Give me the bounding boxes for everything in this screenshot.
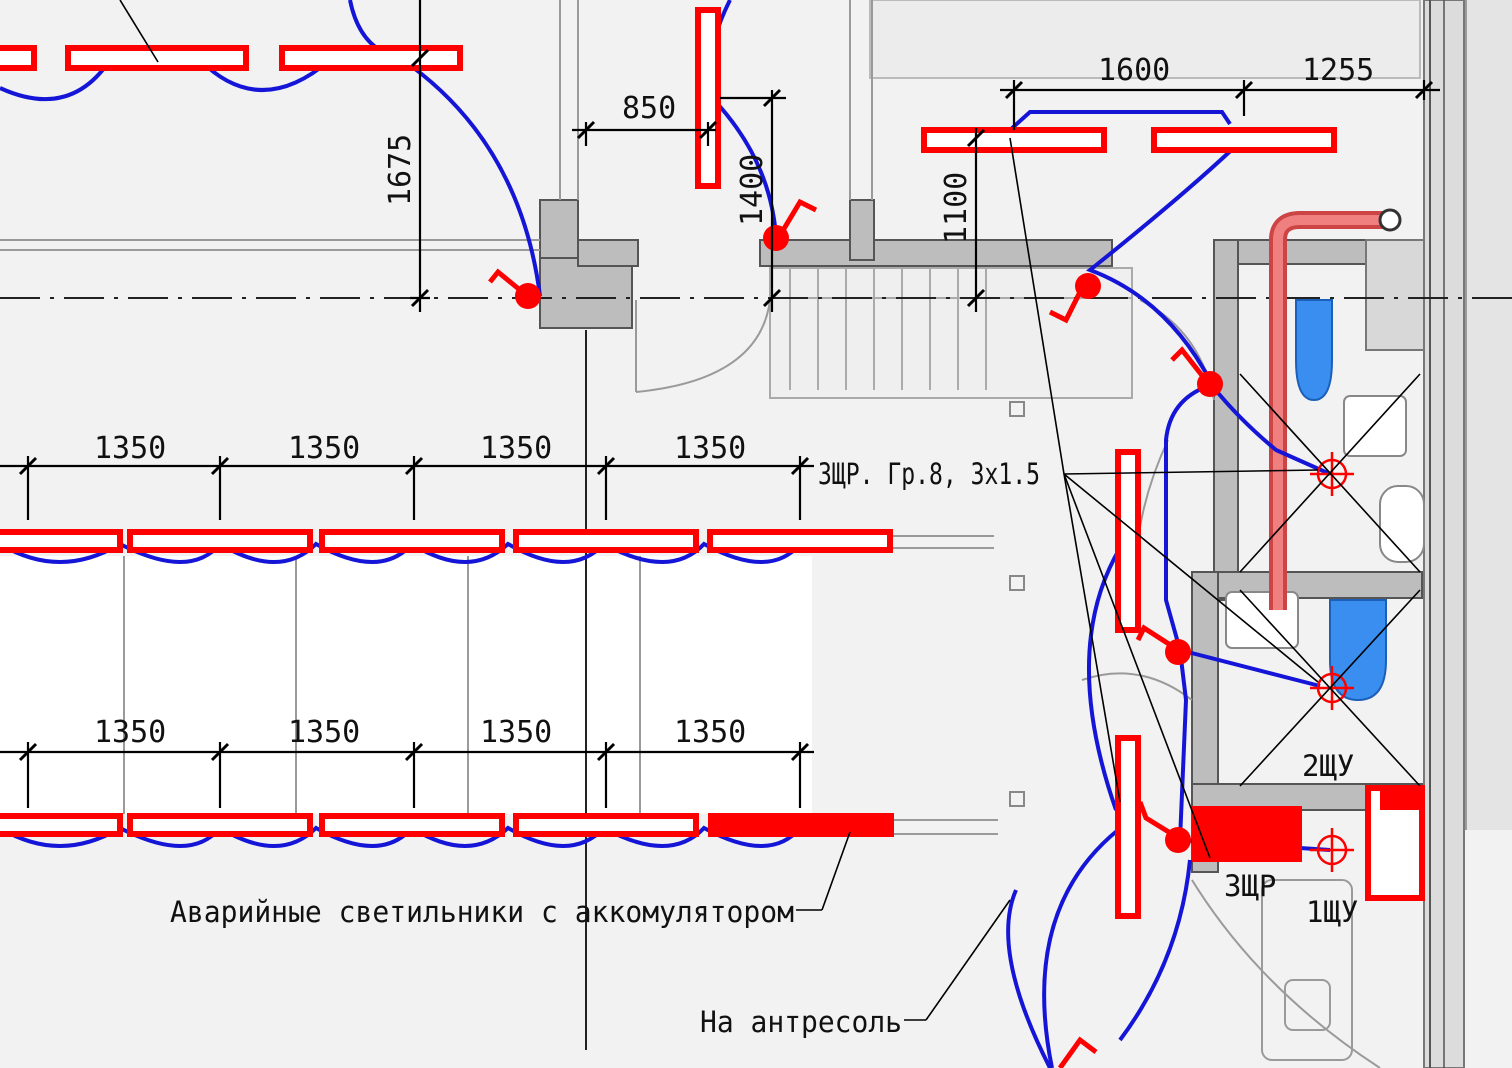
dim-1400: 1400 (735, 154, 770, 226)
dim-row2-4: 1350 (674, 715, 746, 750)
dim-1675: 1675 (383, 134, 418, 206)
dim-1600: 1600 (1098, 53, 1170, 88)
plumbing-fixtures (1225, 299, 1425, 702)
leader-lines (119, 0, 1319, 1021)
toilet-icon (1329, 599, 1387, 702)
sink-icon (1379, 485, 1425, 563)
circuit-label: ЗЩР. Гр.8, 3х1.5 (818, 457, 1040, 491)
dim-row1-4: 1350 (674, 431, 746, 466)
switch-icon (515, 283, 541, 309)
dim-row2-2: 1350 (288, 715, 360, 750)
panel-1shu-label: 1ЩУ (1306, 895, 1358, 929)
dim-1100: 1100 (939, 172, 974, 244)
switches (488, 198, 1223, 1068)
dim-row2-3: 1350 (480, 715, 552, 750)
panel-2shu-label: 2ЩУ (1302, 749, 1354, 783)
ceiling-fixtures (1310, 452, 1354, 872)
emergency-lights-label: Аварийные светильники с аккомулятором (170, 895, 794, 929)
dim-row1-2: 1350 (288, 431, 360, 466)
mezzanine-label: На антресоль (700, 1005, 902, 1039)
dim-row1-3: 1350 (480, 431, 552, 466)
panel-3shr-box (1192, 806, 1302, 862)
panel-3shr-label: ЗЩР (1224, 869, 1276, 903)
switch-icon (1075, 273, 1101, 299)
dimension-lines (0, 0, 1440, 808)
dim-1255: 1255 (1302, 53, 1374, 88)
dim-row2-1: 1350 (94, 715, 166, 750)
dim-850: 850 (622, 91, 676, 126)
dim-row1-1: 1350 (94, 431, 166, 466)
toilet-icon (1295, 299, 1333, 402)
sink-icon (1225, 591, 1299, 649)
